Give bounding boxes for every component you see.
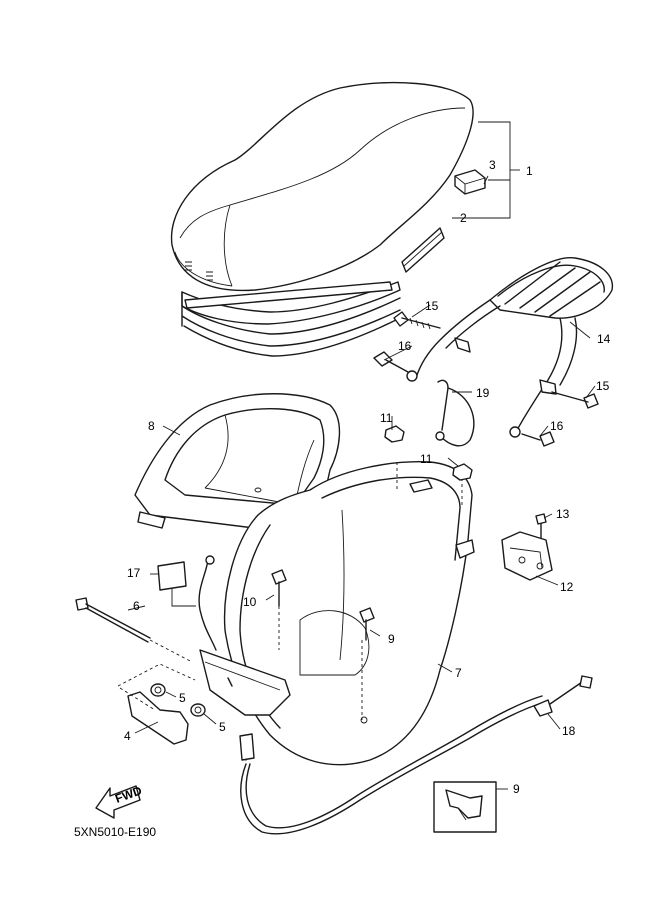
callout-15b: 15 (596, 379, 610, 393)
clip-9-box (433, 781, 497, 833)
harness-wire (198, 555, 217, 651)
storage-tray (134, 393, 341, 531)
callout-1: 1 (526, 164, 533, 178)
callout-8: 8 (148, 419, 155, 433)
callout-7: 7 (455, 666, 462, 680)
seat (170, 81, 474, 357)
collar-5b (190, 703, 206, 717)
callout-14: 14 (597, 332, 611, 346)
bolt-15a (393, 311, 441, 330)
fwd-arrow-icon (95, 785, 141, 819)
nut-11a (384, 425, 405, 443)
caution-label (157, 561, 196, 607)
callout-15a: 15 (425, 299, 439, 313)
callout-5a: 5 (179, 691, 186, 705)
bolt-9 (359, 607, 375, 641)
callout-3: 3 (489, 158, 496, 172)
callout-16a: 16 (398, 339, 412, 353)
callout-leaders (127, 175, 596, 790)
bolt-6 (75, 597, 193, 663)
bolt-16a (373, 351, 409, 373)
bolt-10 (271, 569, 287, 650)
callout-10: 10 (243, 595, 257, 609)
callout-6: 6 (133, 599, 140, 613)
callout-2: 2 (460, 211, 467, 225)
callout-9b: 9 (513, 782, 520, 796)
callout-9a: 9 (388, 632, 395, 646)
seat-damper (454, 169, 486, 195)
bolt-15b (551, 391, 599, 409)
collar-5a (150, 683, 166, 697)
seat-lock-cable (239, 675, 593, 835)
rear-carrier (406, 257, 613, 438)
callout-5b: 5 (219, 720, 226, 734)
bracket-12 (501, 531, 553, 581)
callout-12: 12 (560, 580, 574, 594)
helmet-box (199, 461, 475, 766)
callout-11b: 11 (420, 452, 433, 466)
callout-18: 18 (562, 724, 576, 738)
bolt-16b (521, 431, 555, 447)
callout-19: 19 (476, 386, 490, 400)
callout-17: 17 (127, 566, 141, 580)
nut-11b (452, 463, 473, 481)
diagram-code: 5XN5010-E190 (74, 825, 156, 839)
cable-hook (435, 379, 475, 447)
callout-11a: 11 (380, 411, 393, 425)
callout-4: 4 (124, 729, 131, 743)
bracket-4 (117, 663, 196, 745)
bolt-13 (535, 513, 547, 539)
callout-16b: 16 (550, 419, 564, 433)
callout-13: 13 (556, 507, 570, 521)
